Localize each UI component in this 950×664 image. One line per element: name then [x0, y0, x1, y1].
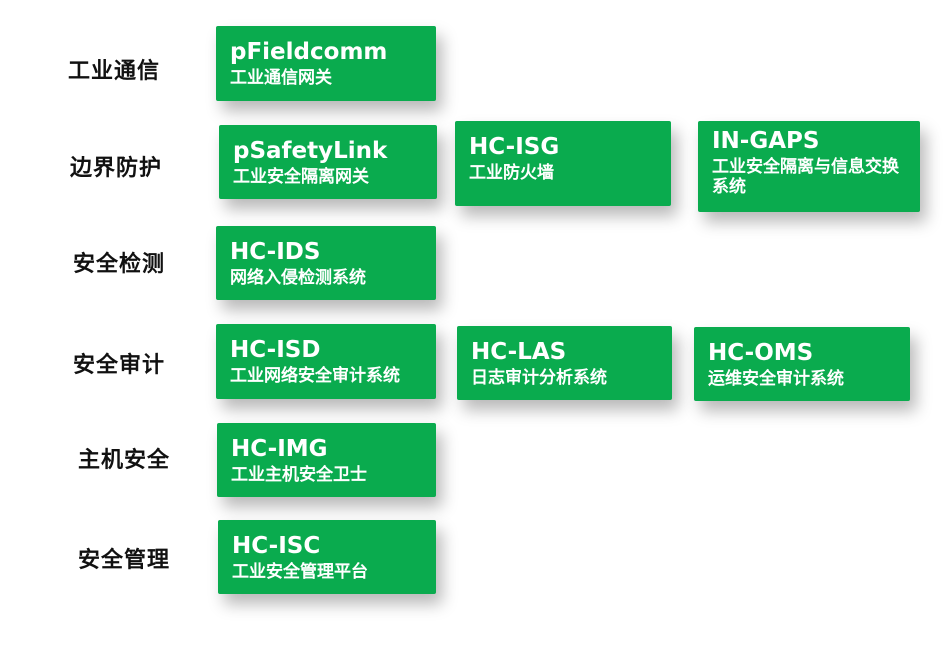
- product-card-hc-ids[interactable]: HC-IDS 网络入侵检测系统: [216, 226, 436, 300]
- product-code: HC-IMG: [231, 436, 328, 462]
- product-description: 运维安全审计系统: [708, 369, 844, 389]
- product-card-hc-oms[interactable]: HC-OMS 运维安全审计系统: [694, 327, 910, 401]
- category-boundary-protection: 边界防护: [70, 156, 163, 181]
- product-description: 工业主机安全卫士: [231, 465, 367, 485]
- product-code: pSafetyLink: [233, 138, 388, 164]
- product-description: 工业安全隔离网关: [233, 167, 369, 187]
- product-card-hc-isd[interactable]: HC-ISD 工业网络安全审计系统: [216, 324, 436, 399]
- product-card-hc-isc[interactable]: HC-ISC 工业安全管理平台: [218, 520, 436, 594]
- product-code: pFieldcomm: [230, 39, 388, 65]
- category-security-management: 安全管理: [78, 548, 171, 573]
- product-description: 工业通信网关: [230, 68, 332, 88]
- product-description: 工业网络安全审计系统: [230, 366, 400, 386]
- product-code: HC-ISD: [230, 337, 321, 363]
- product-card-psafetylink[interactable]: pSafetyLink 工业安全隔离网关: [219, 125, 437, 199]
- product-code: HC-IDS: [230, 239, 321, 265]
- product-description: 日志审计分析系统: [471, 368, 607, 388]
- category-industrial-communication: 工业通信: [68, 59, 161, 84]
- product-code: HC-ISC: [232, 533, 321, 559]
- product-card-hc-las[interactable]: HC-LAS 日志审计分析系统: [457, 326, 672, 400]
- product-code: HC-OMS: [708, 340, 814, 366]
- product-description: 工业防火墙: [469, 163, 554, 183]
- product-description: 工业安全隔离与信息交换系统: [712, 157, 899, 197]
- category-security-audit: 安全审计: [73, 353, 166, 378]
- product-code: IN-GAPS: [712, 128, 820, 154]
- product-code: HC-ISG: [469, 134, 560, 160]
- product-card-pfieldcomm[interactable]: pFieldcomm 工业通信网关: [216, 26, 436, 101]
- product-card-hc-img[interactable]: HC-IMG 工业主机安全卫士: [217, 423, 436, 497]
- product-card-in-gaps[interactable]: IN-GAPS 工业安全隔离与信息交换系统: [698, 121, 920, 212]
- category-security-detection: 安全检测: [73, 252, 166, 277]
- product-description: 工业安全管理平台: [232, 562, 368, 582]
- category-host-security: 主机安全: [78, 448, 171, 473]
- product-card-hc-isg[interactable]: HC-ISG 工业防火墙: [455, 121, 671, 206]
- product-code: HC-LAS: [471, 339, 567, 365]
- product-description: 网络入侵检测系统: [230, 268, 366, 288]
